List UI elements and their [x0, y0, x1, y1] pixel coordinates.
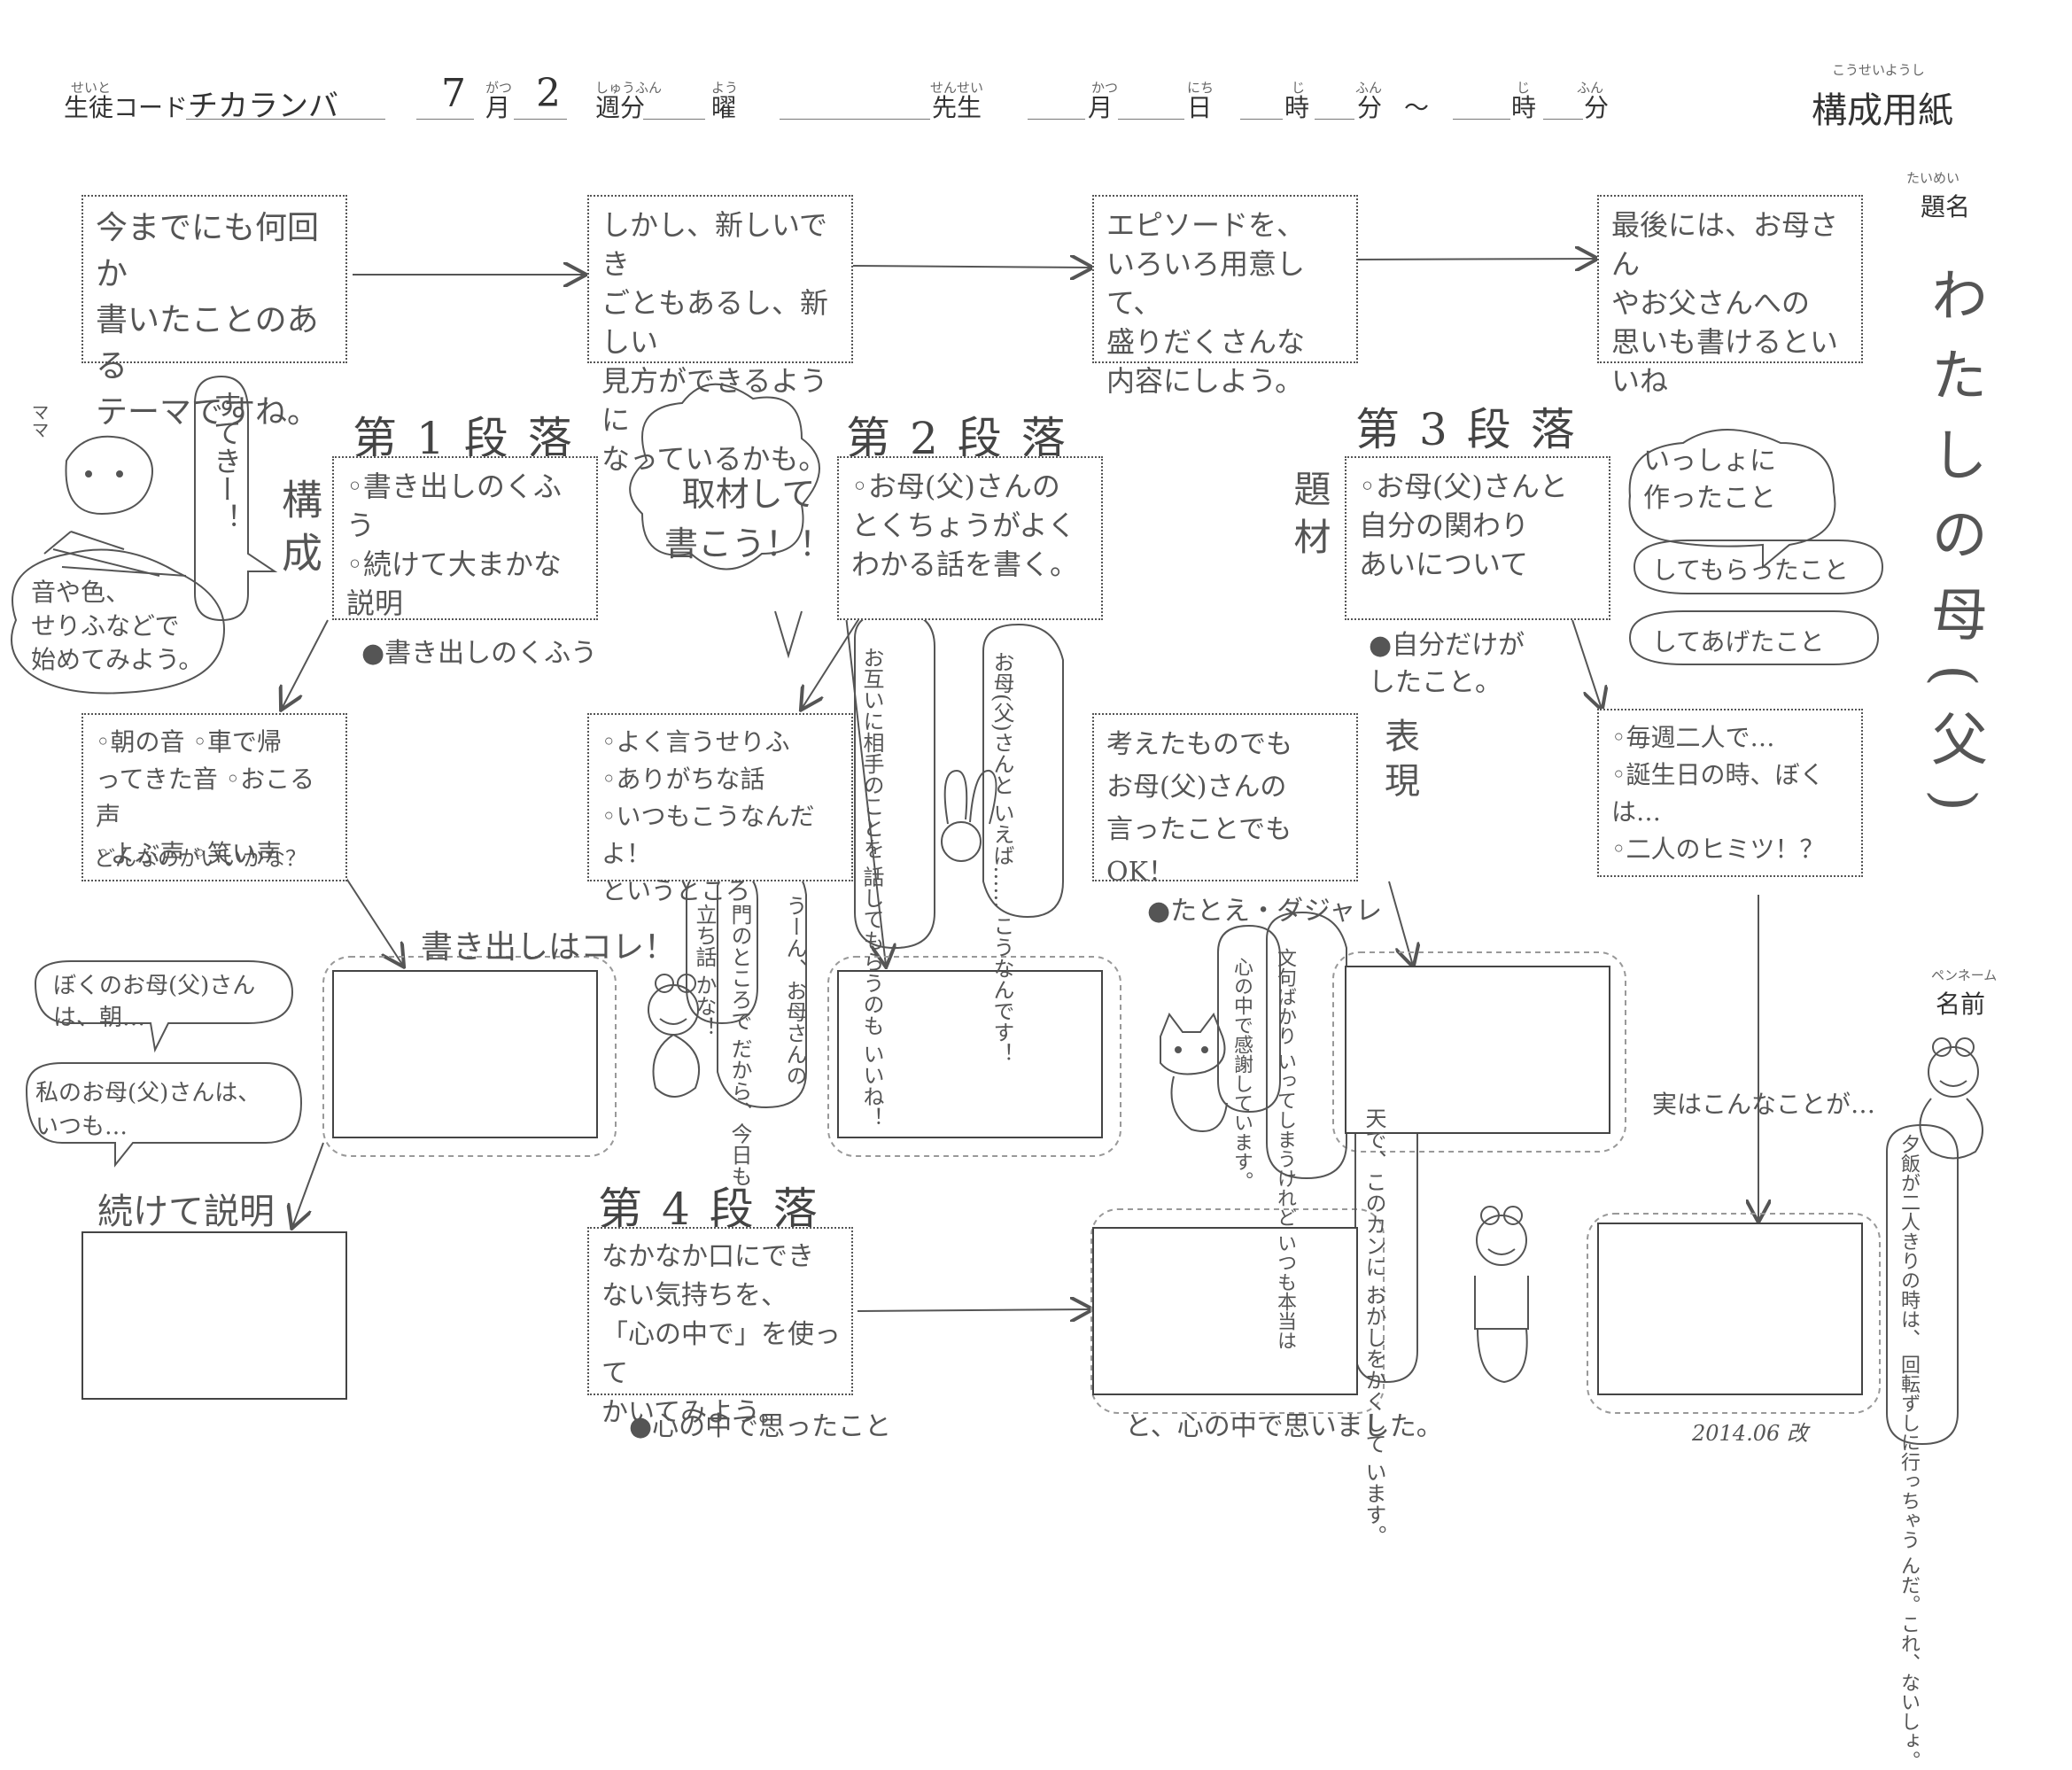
start-label: 書き出しはコレ！	[421, 929, 677, 966]
week-value[interactable]: 2	[536, 71, 561, 116]
teacher-label: 先生	[932, 93, 982, 122]
intro-text-4: 最後には、お母さん やお父さんへの 思いも書けるといいね	[1611, 208, 1839, 398]
expression-text: 考えたものでも お母(父)さんの 言ったことでも OK！	[1106, 729, 1292, 888]
paragraph1-note: ●書き出しのくふう	[361, 638, 598, 669]
sheet-ruby: こうせいようし	[1832, 62, 1925, 78]
title-value[interactable]: わたしの母(父)	[1921, 266, 1987, 835]
paragraph1-items: ◦書き出しのくふう ◦続けて大まかな 説明	[346, 470, 562, 620]
rabbit-bubble-1: お母(父)さんと いえば…… こうなんです！	[989, 651, 1014, 1064]
paragraph4-items: なかなか口にでき ない気持ちを、 「心の中で」を使って かいてみよう。	[601, 1241, 841, 1428]
cat-bubble-1: 心の中で感謝しています。	[1230, 957, 1253, 1191]
paragraph2-detail: ◦よく言うせりふ ◦ありがちな話 ◦いつもこうなんだよ！ というところ	[601, 727, 815, 905]
paragraph4-answer-box[interactable]	[1092, 1227, 1358, 1395]
intro-box-4: 最後には、お母さん やお父さんへの 思いも書けるといいね	[1597, 195, 1863, 398]
time-h-label: 時	[1284, 93, 1310, 122]
month-value[interactable]: 7	[441, 71, 466, 116]
week-label: 週分	[595, 93, 646, 122]
frog-bubble-1: 立ち話 かな！	[692, 904, 717, 1038]
time-h2-ruby: じ	[1517, 80, 1531, 96]
material-label: 題材	[1288, 470, 1331, 565]
time-m-label: 分	[1357, 93, 1383, 122]
paragraph4-ending: と、心の中で思いました。	[1125, 1411, 1443, 1442]
title-ruby: たいめい	[1906, 170, 1960, 186]
paragraph2-detail-box: ◦よく言うせりふ ◦ありがちな話 ◦いつもこうなんだよ！ というところ	[587, 713, 853, 905]
time-m2-label: 分	[1584, 93, 1610, 122]
reveal-label: 実はこんなことが…	[1652, 1090, 1876, 1119]
intro-text-1: 今までにも何回か 書いたことのある テーマですね。	[96, 210, 320, 431]
time-m-ruby: ふん	[1355, 80, 1383, 96]
time-m2-ruby: ふん	[1577, 80, 1604, 96]
paragraph4-heading: 第4段落	[598, 1184, 837, 1235]
continue-label: 続けて説明	[97, 1192, 275, 1232]
example-bubble-2: 私のお母(父)さんは、 いつも…	[35, 1080, 261, 1140]
rabbit-bubble-2: お互いに相手のことを 話してもらうのも いいね！	[859, 647, 884, 1129]
connector-lines	[11, 0, 1983, 1446]
paragraph3-detail-box: ◦毎週二人で… ◦誕生日の時、ぼく は… ◦二人のヒミツ！？	[1597, 709, 1863, 877]
done-for-them-bubble: してあげたこと	[1652, 627, 1825, 656]
student-code-ruby: せいと	[71, 80, 112, 96]
pen-name-label: 名前	[1936, 990, 1986, 1019]
frog-bubble-3: うーん、お母さんの	[782, 895, 807, 1086]
day-label: 曜	[711, 93, 737, 122]
cat-bubble-2: 文句ばかり いってしまうけれど いつも本当は	[1274, 948, 1296, 1350]
mama-bubble: ママ	[28, 403, 50, 439]
intro-text-3: エピソードを、 いろいろ用意して、 盛りだくさんな 内容にしよう。	[1106, 208, 1306, 398]
paragraph1-detail-box: ◦朝の音 ◦車で帰 ってきた音 ◦おこる声 ◦よぶ声 ◦笑い声 どんなのがいいか…	[81, 713, 347, 881]
together-bubble: いっしょに 作ったこと	[1643, 446, 1776, 514]
structure-label: 構成	[275, 478, 323, 585]
sheet-title: 構成用紙	[1812, 90, 1953, 131]
student-code-label: 生徒コード	[64, 93, 189, 122]
paragraph2-heading: 第2段落	[846, 413, 1085, 464]
student-code-value[interactable]: チカランバ	[188, 89, 338, 124]
time-h-ruby: じ	[1292, 80, 1306, 96]
example-bubble-1: ぼくのお母(父)さん は、朝…	[53, 973, 256, 1031]
paragraph1-heading: 第1段落	[353, 413, 592, 464]
paragraph1-box: ◦書き出しのくふう ◦続けて大まかな 説明	[332, 456, 598, 620]
start-answer-box[interactable]	[332, 970, 598, 1138]
paragraph1-detail-tail: どんなのがいいかな？	[94, 846, 307, 871]
expression-answer-box[interactable]	[1345, 966, 1610, 1134]
teacher-ruby: せんせい	[930, 80, 984, 96]
intro-box-1: 今までにも何回か 書いたことのある テーマですね。	[81, 195, 347, 431]
title-label: 題名	[1921, 192, 1971, 221]
paragraph3-box: ◦お母(父)さんと 自分の関わり あいについて	[1345, 456, 1610, 620]
expression-box: 考えたものでも お母(父)さんの 言ったことでも OK！	[1092, 713, 1358, 888]
week-ruby: しゅうふん	[595, 80, 663, 96]
frog-bubble-4: 天で、このカンに おかしをかくして います。	[1362, 1107, 1386, 1547]
paragraph4-box: なかなか口にでき ない気持ちを、 「心の中で」を使って かいてみよう。	[587, 1227, 853, 1428]
paragraph4-note: ●心の中で思ったこと	[629, 1411, 892, 1442]
day-ruby: よう	[711, 80, 739, 96]
done-for-me-bubble: してもらったこと	[1652, 555, 1849, 585]
date-month-ruby: かつ	[1091, 80, 1119, 96]
intro-box-2: しかし、新しいでき ごともあるし、新しい 見方ができるように なっているかも。	[587, 195, 853, 476]
time-h2-label: 時	[1511, 93, 1537, 122]
intro-text-2: しかし、新しいでき ごともあるし、新しい 見方ができるように なっているかも。	[601, 208, 829, 476]
sound-bubble: 音や色、 せりふなどで 始めてみよう。	[31, 578, 204, 674]
month-ruby: がつ	[485, 80, 513, 96]
expression-note: ●たとえ・ダジャレ	[1147, 896, 1383, 927]
reveal-answer-box[interactable]	[1597, 1223, 1863, 1395]
paragraph1-detail: ◦朝の音 ◦車で帰 ってきた音 ◦おこる声 ◦よぶ声 ◦笑い声	[96, 727, 315, 868]
paragraph2-items: ◦お母(父)さんの とくちょうがよく わかる話を書く。	[851, 470, 1079, 581]
intro-box-3: エピソードを、 いろいろ用意して、 盛りだくさんな 内容にしよう。	[1092, 195, 1358, 398]
date-month-label: 月	[1088, 93, 1114, 122]
continue-answer-box[interactable]	[81, 1231, 347, 1400]
material-bubble: 取材して 書こう！！	[664, 475, 834, 563]
paragraph3-note: ●自分だけが したこと。	[1369, 630, 1525, 698]
frog-bubble-5: 夕飯が二人きりの時は、 回転ずしに行っちゃう んだ。これ、ないしょ。	[1897, 1134, 1920, 1770]
time-tilde: ～	[1404, 93, 1430, 122]
date-day-label: 日	[1187, 93, 1213, 122]
paragraph3-items: ◦お母(父)さんと 自分の関わり あいについて	[1359, 470, 1568, 581]
frog-bubble-2: 門のところで だから、今日も	[727, 904, 752, 1187]
paragraph3-heading: 第3段落	[1355, 404, 1595, 455]
month-label: 月	[485, 93, 511, 122]
revision-label: 2014.06 改	[1692, 1421, 1808, 1446]
expression-label: 表現	[1378, 718, 1419, 806]
paragraph2-box: ◦お母(父)さんの とくちょうがよく わかる話を書く。	[837, 456, 1103, 620]
suteki-bubble: すてきー！	[209, 390, 243, 532]
paragraph2-answer-box[interactable]	[837, 970, 1103, 1138]
date-day-ruby: にち	[1187, 80, 1214, 96]
pen-name-ruby: ペンネーム	[1931, 967, 1998, 983]
paragraph3-detail: ◦毎週二人で… ◦誕生日の時、ぼく は… ◦二人のヒミツ！？	[1611, 723, 1825, 864]
